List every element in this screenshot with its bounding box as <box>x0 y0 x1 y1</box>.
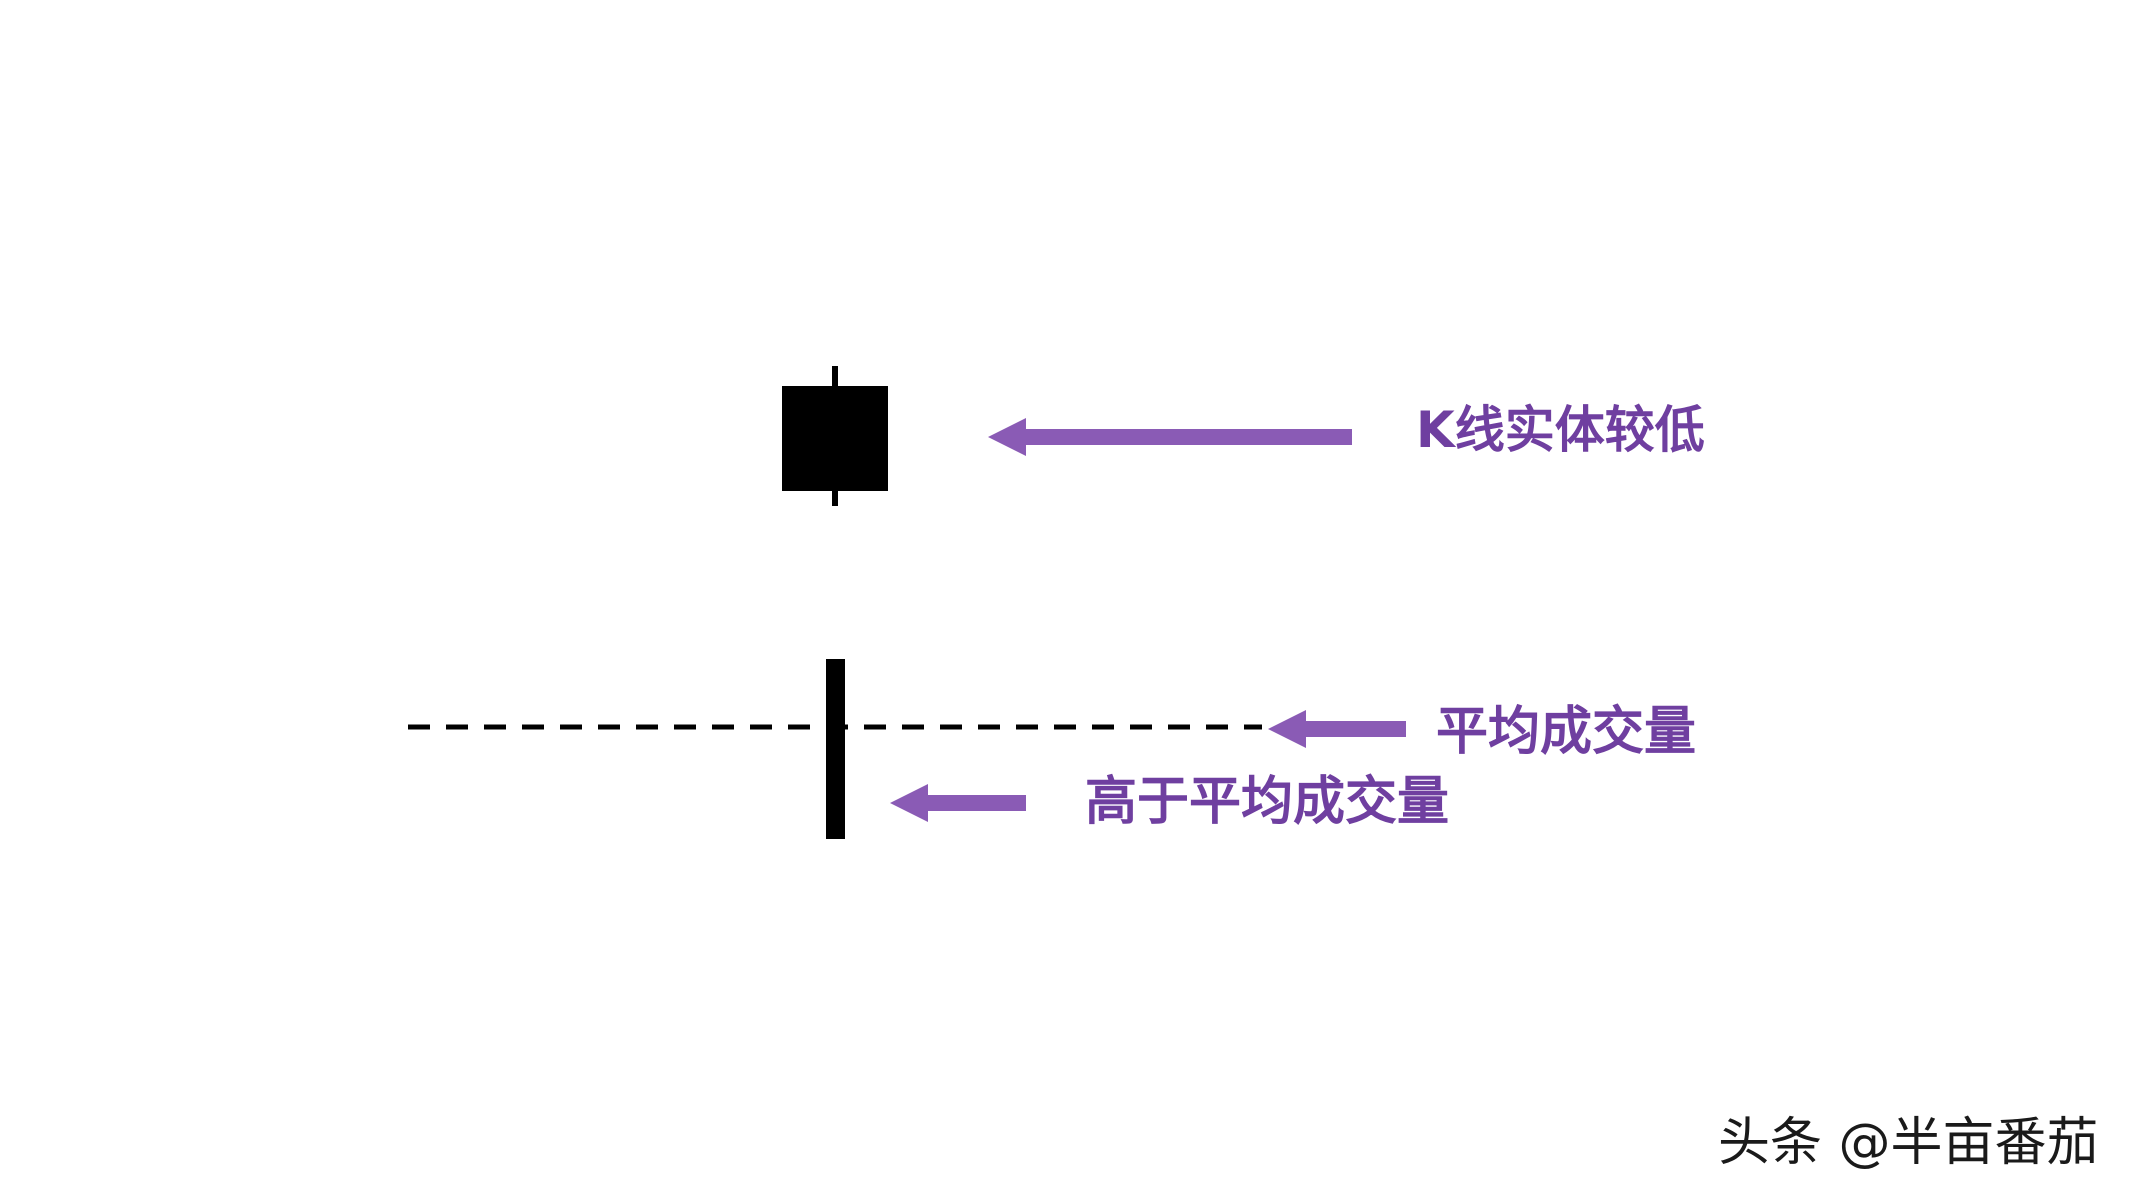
volume-bar <box>826 659 845 839</box>
candle-body-label: K线实体较低 <box>1416 401 1705 459</box>
candlestick <box>782 366 888 506</box>
average-volume-label: 平均成交量 <box>1436 702 1697 762</box>
arrow-to-volume-bar <box>890 784 1026 822</box>
candle-body <box>782 386 888 491</box>
watermark: 头条 @半亩番茄 <box>1718 1113 2099 1173</box>
arrow-to-candle-body <box>988 418 1352 456</box>
volume-above-average-label: 高于平均成交量 <box>1085 772 1450 832</box>
arrow-to-average-line <box>1268 710 1406 748</box>
